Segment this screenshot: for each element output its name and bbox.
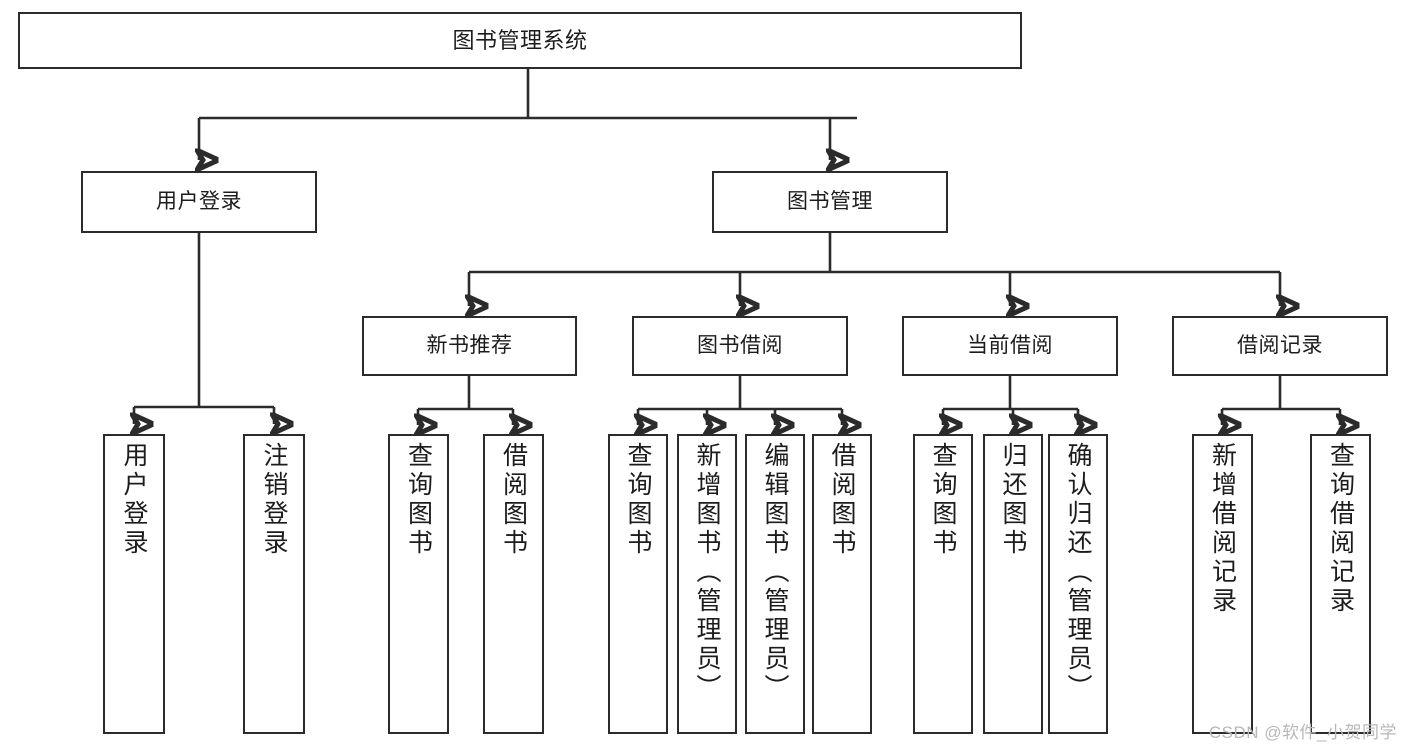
node-label: 查询图书 [624, 442, 652, 558]
leaf-confirm-return-admin[interactable]: 确认归还（管理员） [1048, 434, 1108, 734]
node-book-borrow[interactable]: 图书借阅 [632, 316, 848, 376]
leaf-query-book-current[interactable]: 查询图书 [913, 434, 973, 734]
leaf-add-book-admin[interactable]: 新增图书（管理员） [677, 434, 737, 734]
node-label: 新书推荐 [426, 333, 513, 357]
node-label: 注销登录 [260, 442, 288, 558]
node-label: 借阅记录 [1237, 333, 1323, 357]
node-label: 借阅图书 [828, 442, 856, 558]
node-label: 查询图书 [404, 442, 433, 558]
leaf-return-book[interactable]: 归还图书 [983, 434, 1043, 734]
node-label: 图书管理 [787, 189, 873, 213]
leaf-edit-book-admin[interactable]: 编辑图书（管理员） [745, 434, 805, 734]
leaf-borrow-book-rec[interactable]: 借阅图书 [483, 434, 544, 734]
node-book-management[interactable]: 图书管理 [712, 171, 948, 233]
node-label: 当前借阅 [967, 333, 1053, 357]
csdn-watermark: CSDN @软件_小贺同学 [1208, 723, 1397, 742]
node-new-book-recommend[interactable]: 新书推荐 [362, 316, 577, 376]
node-label: 新增图书（管理员） [693, 442, 721, 703]
node-label: 借阅图书 [499, 442, 528, 558]
node-label: 归还图书 [999, 442, 1027, 558]
node-label: 查询图书 [929, 442, 957, 558]
node-label: 用户登录 [156, 189, 242, 213]
node-label: 新增借阅记录 [1208, 442, 1237, 616]
node-borrow-record[interactable]: 借阅记录 [1172, 316, 1388, 376]
leaf-query-book-borrow[interactable]: 查询图书 [608, 434, 668, 734]
leaf-add-borrow-record[interactable]: 新增借阅记录 [1192, 434, 1253, 734]
node-label: 查询借阅记录 [1326, 442, 1355, 616]
node-label: 用户登录 [120, 442, 148, 558]
leaf-query-book-rec[interactable]: 查询图书 [388, 434, 449, 734]
node-current-borrow[interactable]: 当前借阅 [902, 316, 1118, 376]
node-root-system[interactable]: 图书管理系统 [18, 12, 1022, 69]
node-label: 编辑图书（管理员） [761, 442, 789, 703]
node-label: 确认归还（管理员） [1064, 442, 1092, 703]
leaf-borrow-book[interactable]: 借阅图书 [812, 434, 872, 734]
leaf-query-borrow-record[interactable]: 查询借阅记录 [1310, 434, 1371, 734]
leaf-logout[interactable]: 注销登录 [243, 434, 305, 734]
node-user-login[interactable]: 用户登录 [81, 171, 317, 233]
node-label: 图书借阅 [697, 333, 783, 357]
leaf-user-login[interactable]: 用户登录 [103, 434, 165, 734]
node-label: 图书管理系统 [452, 27, 588, 53]
